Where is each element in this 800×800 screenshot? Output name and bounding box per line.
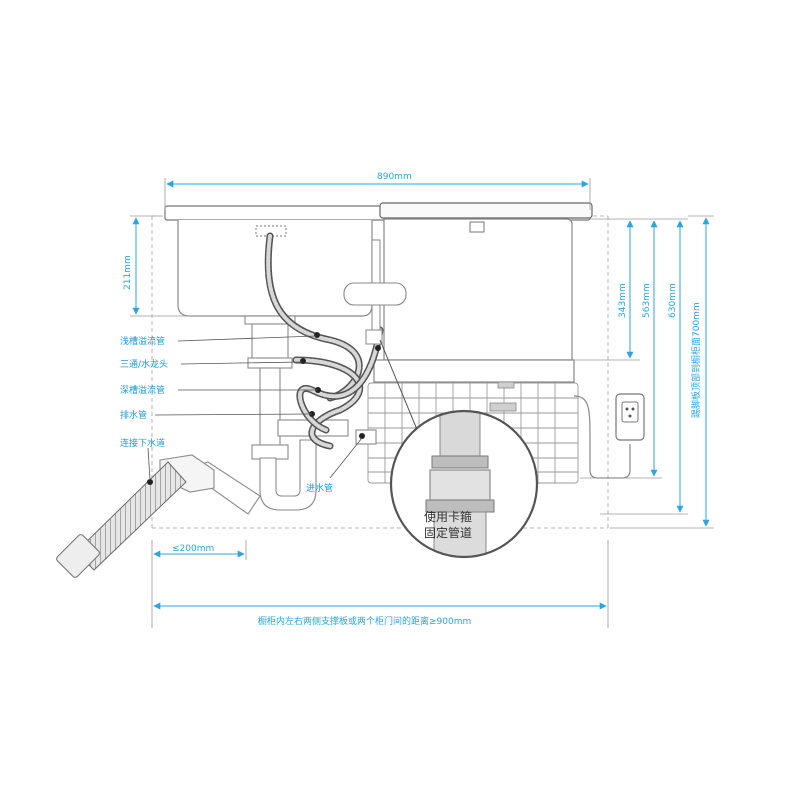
dimension-700-label: 踢脚板顶部到橱柜面700mm: [690, 302, 702, 418]
dimension-630: 630mm: [600, 218, 688, 515]
dimension-630-label: 630mm: [668, 283, 678, 318]
label-drain-pipe: 排水管: [120, 409, 147, 421]
magnifier-line2: 固定管道: [424, 525, 472, 540]
label-sewer-connect: 连接下水道: [120, 437, 165, 449]
callout-sewer-connect: 连接下水道: [120, 437, 165, 481]
magnifier-detail: 使用卡箍 固定管道: [379, 339, 539, 559]
label-shallow-overflow: 浅槽溢流管: [120, 335, 165, 347]
dimension-200: ≤200mm: [151, 540, 247, 560]
dimension-cabinet-width-label: 橱柜内左右两侧支撑板或两个柜门间的距离≥900mm: [258, 615, 471, 627]
mount-bracket: [343, 239, 407, 345]
power-socket-icon: [573, 393, 645, 479]
dimension-563-label: 563mm: [642, 283, 652, 318]
callout-tee-faucet: 三通/水龙头: [120, 358, 303, 370]
dimension-890: 890mm: [164, 172, 591, 210]
label-inlet-pipe: 进水管: [306, 482, 333, 494]
drain-assembly: [244, 315, 377, 511]
callout-inlet-pipe: 进水管: [306, 437, 363, 494]
dimension-211-label: 211mm: [123, 255, 133, 290]
dimension-cabinet-width: 橱柜内左右两侧支撑板或两个柜门间的距离≥900mm: [151, 540, 609, 628]
dimension-700: 踢脚板顶部到橱柜面700mm: [610, 215, 714, 529]
dimension-343: 343mm: [574, 218, 640, 361]
dimension-563: 563mm: [580, 218, 662, 479]
dimension-200-label: ≤200mm: [172, 544, 214, 554]
callout-deep-overflow: 深槽溢流管: [120, 384, 318, 396]
callout-drain-pipe: 排水管: [120, 409, 313, 421]
countertop: [164, 202, 593, 221]
junction-dots: [147, 332, 381, 485]
dimension-343-label: 343mm: [618, 283, 628, 318]
callout-shallow-overflow: 浅槽溢流管: [120, 335, 317, 347]
dimension-890-label: 890mm: [377, 172, 412, 182]
magnifier-line1: 使用卡箍: [424, 509, 472, 524]
label-deep-overflow: 深槽溢流管: [120, 384, 165, 396]
dimension-211: 211mm: [123, 215, 240, 317]
label-tee-faucet: 三通/水龙头: [120, 358, 168, 370]
sewer-pipe: [56, 454, 261, 578]
